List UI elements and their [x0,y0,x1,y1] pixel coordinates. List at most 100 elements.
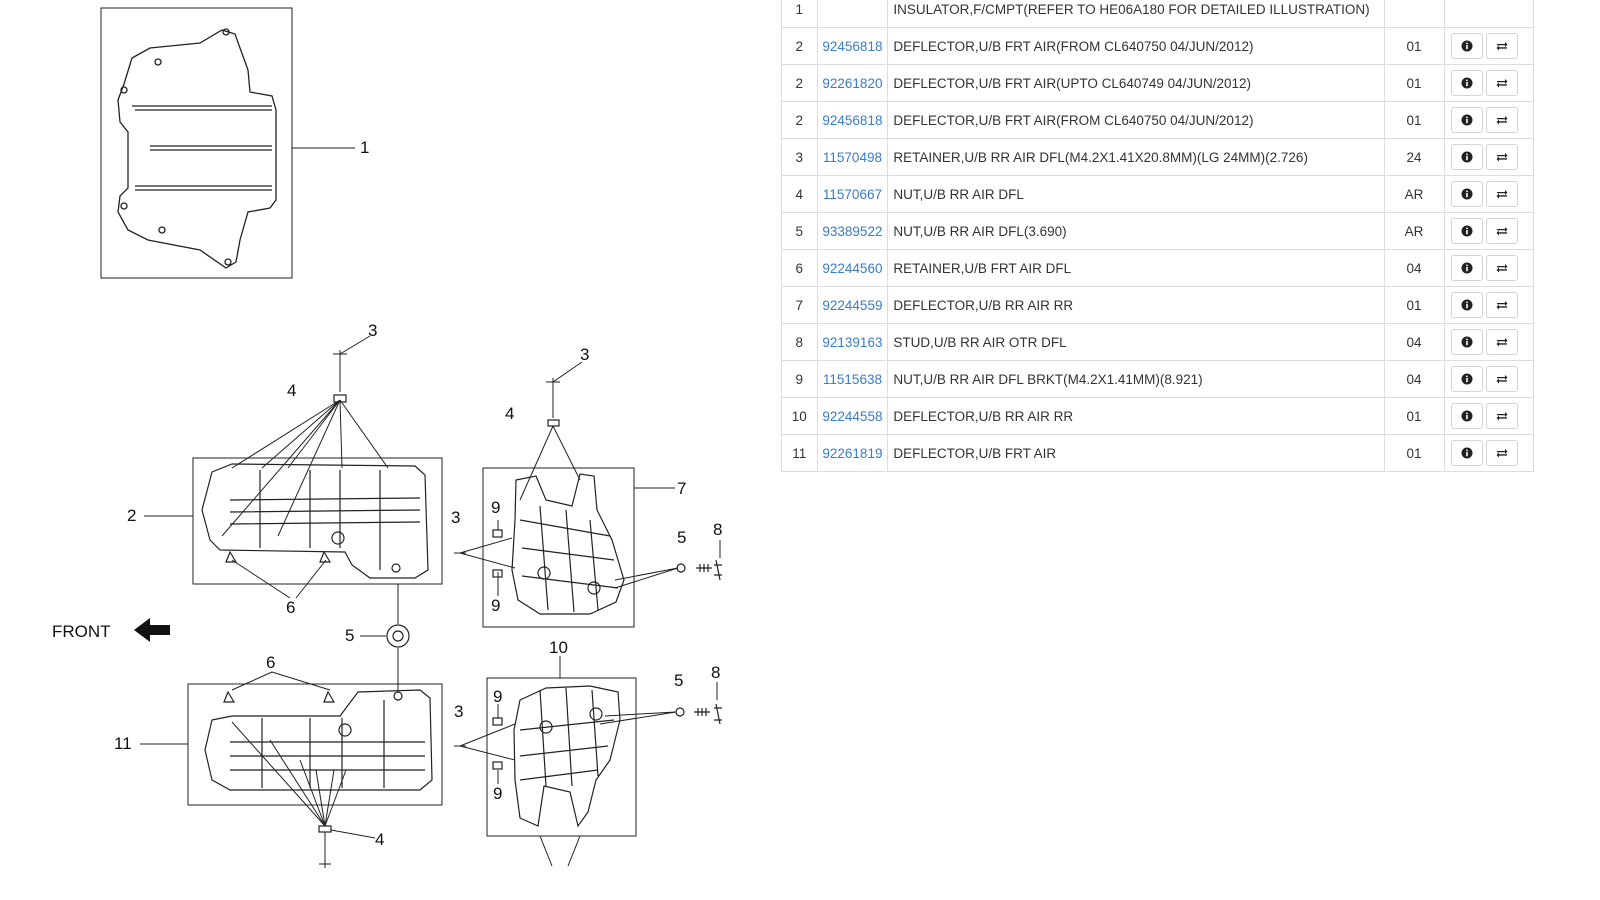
callout-9-d: 9 [493,784,502,803]
description-cell: RETAINER,U/B RR AIR DFL(M4.2X1.41X20.8MM… [887,138,1385,176]
description-cell: DEFLECTOR,U/B FRT AIR(UPTO CL640749 04/J… [887,64,1385,102]
swap-button[interactable] [1485,181,1518,207]
part-number-cell: 92456818 [816,27,889,65]
info-circle-icon [1461,112,1473,127]
description-cell: DEFLECTOR,U/B FRT AIR [887,434,1385,472]
info-circle-icon [1461,445,1473,460]
info-circle-icon [1461,186,1473,201]
part-number-link[interactable]: 11570498 [822,149,882,165]
part-number-link[interactable]: 92456818 [822,112,883,128]
info-circle-icon [1461,297,1473,312]
part-number-link[interactable]: 92139163 [822,334,883,350]
swap-button[interactable] [1485,255,1518,281]
actions-cell [1443,434,1535,472]
info-button[interactable] [1450,218,1483,244]
part-number-link[interactable]: 11515638 [822,371,882,387]
description-cell: DEFLECTOR,U/B FRT AIR(FROM CL640750 04/J… [887,101,1385,139]
front-label: FRONT [52,622,111,641]
quantity-cell: 01 [1383,286,1445,324]
part-number-cell: 92456818 [816,101,889,139]
rear-deflector-7-illustration [454,361,722,628]
part-number-link[interactable]: 11570667 [822,186,882,202]
actions-cell [1443,101,1535,139]
part-number-link[interactable]: 92261819 [822,445,883,461]
info-button[interactable] [1450,70,1483,96]
callout-10: 10 [549,638,568,657]
part-number-cell: 92244559 [816,286,889,324]
swap-button[interactable] [1485,33,1518,59]
exchange-arrows-icon [1496,186,1508,201]
info-button[interactable] [1450,329,1483,355]
info-circle-icon [1461,371,1473,386]
actions-cell [1443,397,1535,435]
quantity-cell: 01 [1383,64,1445,102]
info-button[interactable] [1450,255,1483,281]
ref-number-cell: 2 [781,64,818,102]
info-button[interactable] [1450,292,1483,318]
callout-8-b: 8 [711,663,720,682]
description-cell: DEFLECTOR,U/B RR AIR RR [887,286,1385,324]
ref-number-cell: 9 [781,360,818,398]
quantity-cell: 01 [1383,101,1445,139]
description-cell: INSULATOR,F/CMPT(REFER TO HE06A180 FOR D… [887,0,1385,28]
part-number-cell: 93389522 [816,212,889,250]
description-cell: STUD,U/B RR AIR OTR DFL [887,323,1385,361]
callout-5-c: 5 [674,671,683,690]
swap-button[interactable] [1485,366,1518,392]
swap-button[interactable] [1485,403,1518,429]
part-number-link[interactable]: 92244559 [822,297,883,313]
info-circle-icon [1461,75,1473,90]
part-number-cell [816,0,889,28]
part-number-cell: 92261819 [816,434,889,472]
actions-cell [1443,138,1535,176]
actions-cell [1443,249,1535,287]
swap-button[interactable] [1485,144,1518,170]
callout-9-a: 9 [491,498,500,517]
swap-button[interactable] [1485,292,1518,318]
info-button[interactable] [1450,33,1483,59]
ref-number-cell: 2 [781,27,818,65]
actions-cell [1443,0,1535,28]
exchange-arrows-icon [1496,75,1508,90]
callout-4-a: 4 [287,381,296,400]
part-number-cell: 11515638 [816,360,889,398]
swap-button[interactable] [1485,218,1518,244]
part-number-link[interactable]: 92244560 [822,260,883,276]
part-number-cell: 92244558 [816,397,889,435]
exchange-arrows-icon [1496,38,1508,53]
info-button[interactable] [1450,366,1483,392]
info-circle-icon [1461,334,1473,349]
swap-button[interactable] [1485,329,1518,355]
info-button[interactable] [1450,181,1483,207]
info-circle-icon [1461,223,1473,238]
swap-button[interactable] [1485,440,1518,466]
callout-3-b: 3 [580,345,589,364]
part-number-link[interactable]: 93389522 [822,223,883,239]
description-cell: DEFLECTOR,U/B RR AIR RR [887,397,1385,435]
quantity-cell: 04 [1383,323,1445,361]
swap-button[interactable] [1485,107,1518,133]
part-number-link[interactable]: 92244558 [822,408,883,424]
info-circle-icon [1461,149,1473,164]
swap-button[interactable] [1485,70,1518,96]
quantity-cell: 04 [1383,360,1445,398]
info-button[interactable] [1450,440,1483,466]
quantity-cell: 01 [1383,434,1445,472]
quantity-cell: 04 [1383,249,1445,287]
info-button[interactable] [1450,144,1483,170]
info-button[interactable] [1450,403,1483,429]
ref-number-cell: 4 [781,175,818,213]
actions-cell [1443,212,1535,250]
part-number-link[interactable]: 92261820 [822,75,883,91]
part-number-link[interactable]: 92456818 [822,38,883,54]
exchange-arrows-icon [1496,223,1508,238]
info-button[interactable] [1450,107,1483,133]
